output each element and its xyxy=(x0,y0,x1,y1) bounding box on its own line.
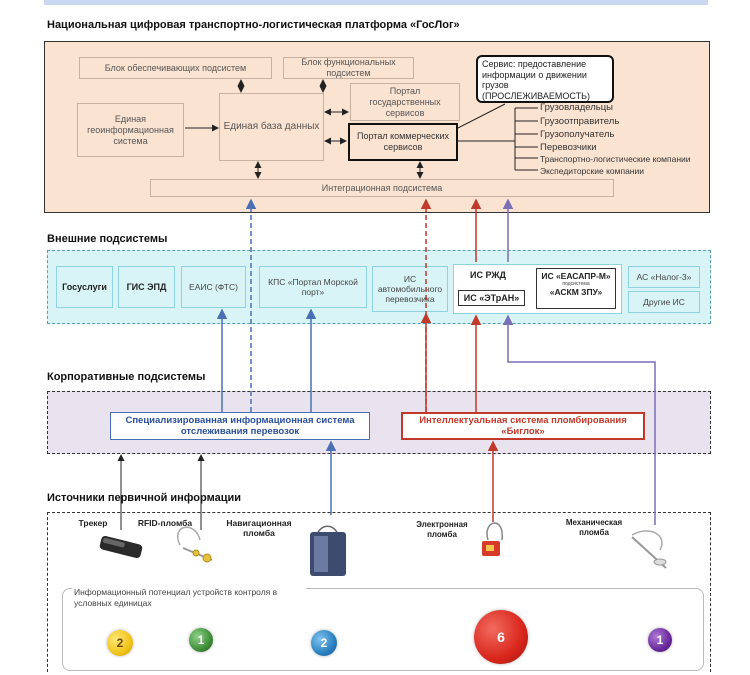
service-note: Сервис: предоставление информации о движ… xyxy=(476,55,614,103)
potential-mechanical-circle: 1 xyxy=(648,628,672,652)
auto-carrier-box[interactable]: ИС автомобильного перевозчика xyxy=(372,266,448,312)
support-block[interactable]: Блок обеспечивающих подсистем xyxy=(79,57,272,79)
database-box[interactable]: Единая база данных xyxy=(219,93,324,161)
other-is-box[interactable]: Другие ИС xyxy=(628,291,700,313)
commercial-portal[interactable]: Портал коммерческих сервисов xyxy=(348,123,458,161)
target-logistics: Транспортно-логистические компании xyxy=(540,154,691,164)
target-carriers: Перевозчики xyxy=(540,142,597,153)
external-title: Внешние подсистемы xyxy=(47,233,168,245)
sources-title: Источники первичной информации xyxy=(47,492,241,504)
integration-subsystem[interactable]: Интеграционная подсистема xyxy=(150,179,614,197)
nav-label: Навигационная пломба xyxy=(226,518,292,538)
mechanical-seal-icon xyxy=(631,530,667,569)
target-cargo-owners: Грузовладельцы xyxy=(540,102,613,113)
geo-system[interactable]: Единая геоинформационная система xyxy=(77,103,184,157)
electronic-label: Электронная пломба xyxy=(416,520,468,539)
potential-nav-circle: 2 xyxy=(311,630,337,656)
rfid-seal-icon xyxy=(177,526,213,563)
nalog-box[interactable]: АС «Налог-3» xyxy=(628,266,700,288)
etran-box[interactable]: ИС «ЭТрАН» xyxy=(458,290,525,306)
tracking-system[interactable]: Специализированная информационная систем… xyxy=(110,412,370,440)
potential-rfid-circle: 1 xyxy=(189,628,213,652)
sources-container xyxy=(47,512,711,672)
gov-portal[interactable]: Портал государственных сервисов xyxy=(350,83,460,121)
eais-box[interactable]: ЕАИС (ФТС) xyxy=(181,266,246,308)
gis-epd-box[interactable]: ГИС ЭПД xyxy=(118,266,175,308)
nav-seal-icon xyxy=(310,525,346,576)
corporate-title: Корпоративные подсистемы xyxy=(47,371,206,383)
tracker-icon xyxy=(99,535,143,559)
potential-label: Информационный потенциал устройств контр… xyxy=(72,587,306,609)
askm-label: «АСКМ ЗПУ» xyxy=(549,287,603,297)
target-consignee: Грузополучатель xyxy=(540,129,615,140)
potential-tracker-circle: 2 xyxy=(107,630,133,656)
top-rule xyxy=(44,0,708,5)
subsystem-word: подсистема xyxy=(562,281,590,287)
tracker-label: Трекер xyxy=(78,518,108,528)
target-forwarders: Экспедиторские компании xyxy=(540,166,644,176)
kps-box[interactable]: КПС «Портал Морской порт» xyxy=(259,266,367,308)
rfid-label: RFID-пломба xyxy=(137,518,193,528)
functional-block[interactable]: Блок функциональных подсистем xyxy=(283,57,414,79)
target-shipper: Грузоотправитель xyxy=(540,116,620,127)
rzd-label: ИС РЖД xyxy=(470,270,506,280)
potential-electronic-circle: 6 xyxy=(474,610,528,664)
easapr-box[interactable]: ИС «ЕАСАПР-М» подсистема «АСКМ ЗПУ» xyxy=(536,268,616,309)
easapr-label: ИС «ЕАСАПР-М» xyxy=(541,271,611,281)
gosuslugi-box[interactable]: Госуслуги xyxy=(56,266,113,308)
platform-title: Национальная цифровая транспортно-логист… xyxy=(47,19,460,31)
electronic-seal-icon xyxy=(482,522,503,556)
